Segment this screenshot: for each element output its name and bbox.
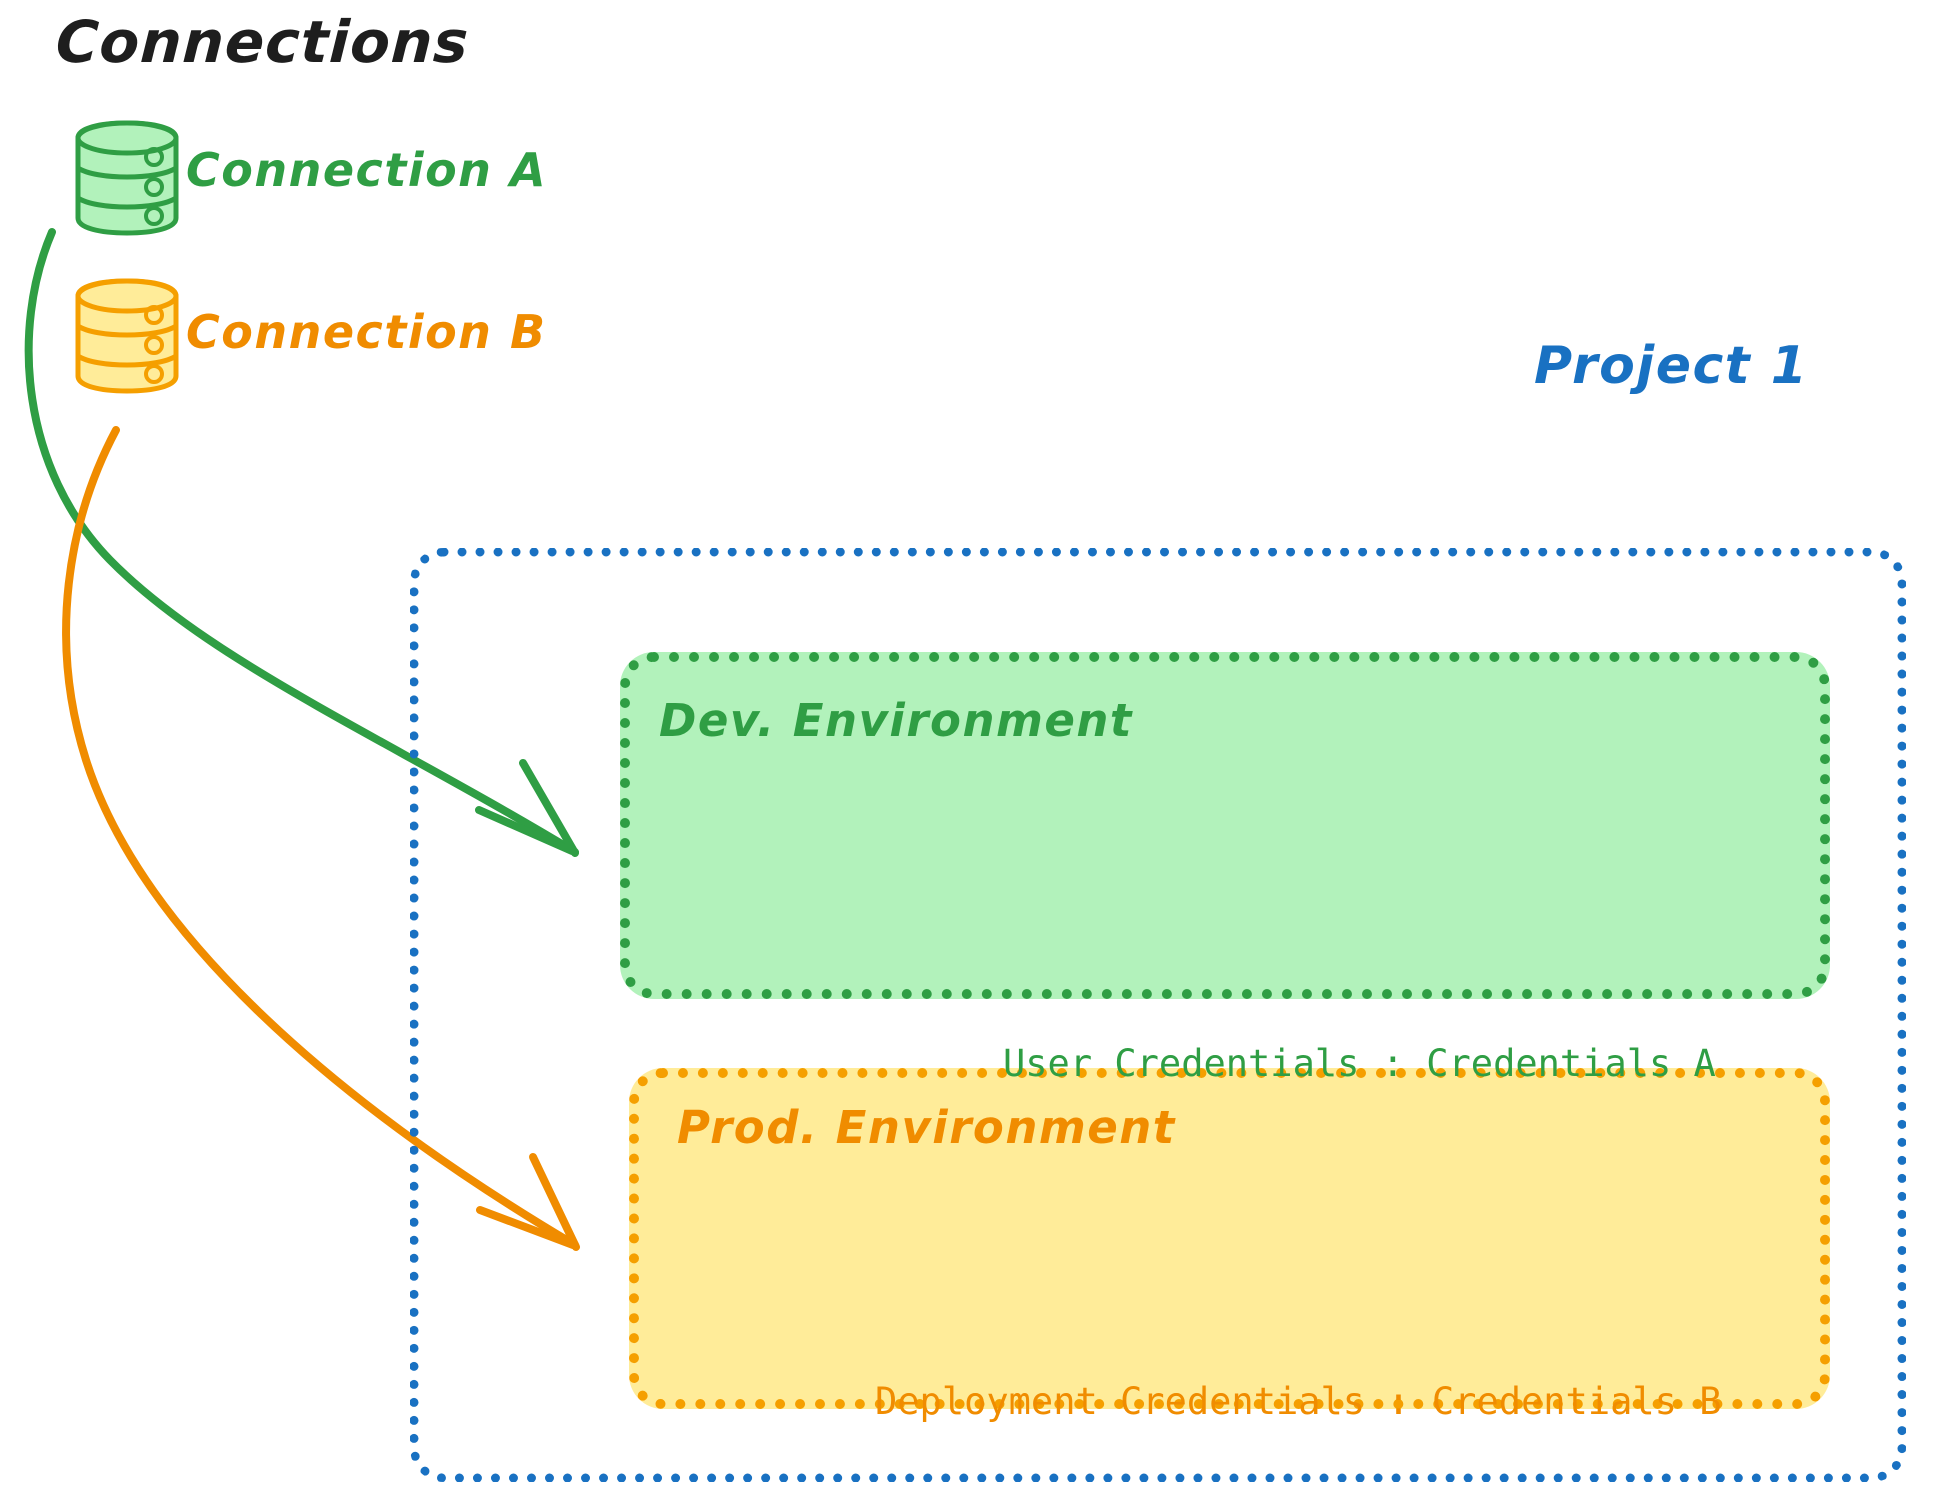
prod-environment-title: Prod. Environment (677, 1101, 1176, 1154)
connection-b-label[interactable]: Connection B (186, 305, 547, 359)
dev-environment-title: Dev. Environment (659, 694, 1133, 747)
database-cylinder-icon-connection-b[interactable] (72, 278, 184, 394)
prod-environment-box[interactable] (629, 1068, 1830, 1409)
page-title: Connections (54, 8, 471, 76)
dev-environment-credentials: User Credentials : Credentials A (1003, 1042, 1716, 1085)
connection-a-label[interactable]: Connection A (186, 143, 548, 197)
project-1-title: Project 1 (1534, 336, 1809, 396)
project-1-container[interactable] (410, 548, 1906, 1482)
dev-environment-box[interactable] (620, 652, 1830, 999)
prod-environment-credentials: Deployment Credentials : Credentials B (875, 1380, 1722, 1423)
database-cylinder-icon-connection-a[interactable] (72, 120, 184, 236)
